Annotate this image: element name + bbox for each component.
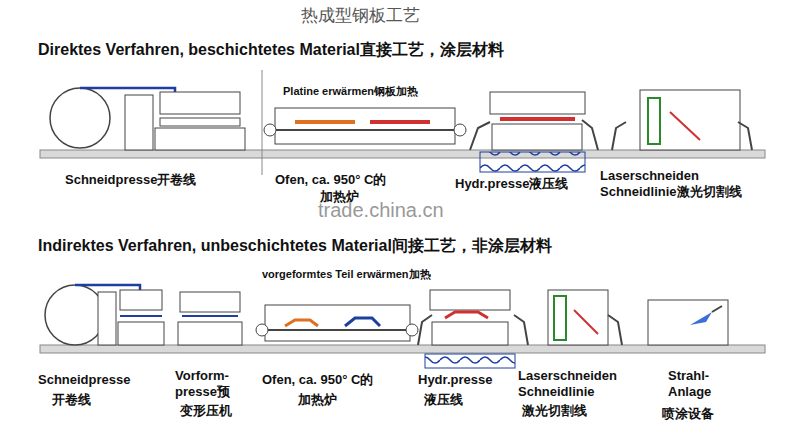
station-label: Hydr.presse	[418, 372, 492, 388]
step-label: Platine erwärmen钢板加热	[283, 85, 418, 98]
station-label: Laserschneiden Schneidlinie激光切割线	[600, 168, 750, 199]
step-label: vorgeformtes Teil erwärmen加热	[262, 268, 431, 281]
station-label: 开卷线	[52, 392, 91, 408]
station-label: Schneidpresse开卷线	[65, 172, 197, 188]
station-label: Vorform- presse预	[175, 368, 255, 399]
section-heading: Direktes Verfahren, beschichtetes Materi…	[38, 40, 504, 59]
station-label: 激光切割线	[522, 403, 587, 419]
watermark: trade.china.cn	[318, 198, 444, 222]
station-label: Ofen, ca. 950° C的	[275, 172, 386, 188]
station-label: Hydr.presse液压线	[455, 176, 568, 192]
station-label: Laserschneiden Schneidlinie	[518, 368, 630, 399]
diagram-title: 热成型钢板工艺	[301, 6, 420, 26]
station-label: Ofen, ca. 950° C的	[262, 372, 373, 388]
station-label: 加热炉	[298, 392, 337, 408]
station-label: Strahl- Anlage	[668, 368, 730, 399]
station-label: 变形压机	[180, 403, 232, 419]
section-heading: Indirektes Verfahren, unbeschichtetes Ma…	[38, 236, 552, 255]
station-label: Schneidpresse	[38, 372, 131, 388]
station-label: 液压线	[424, 392, 463, 408]
station-label: 喷涂设备	[662, 406, 714, 422]
